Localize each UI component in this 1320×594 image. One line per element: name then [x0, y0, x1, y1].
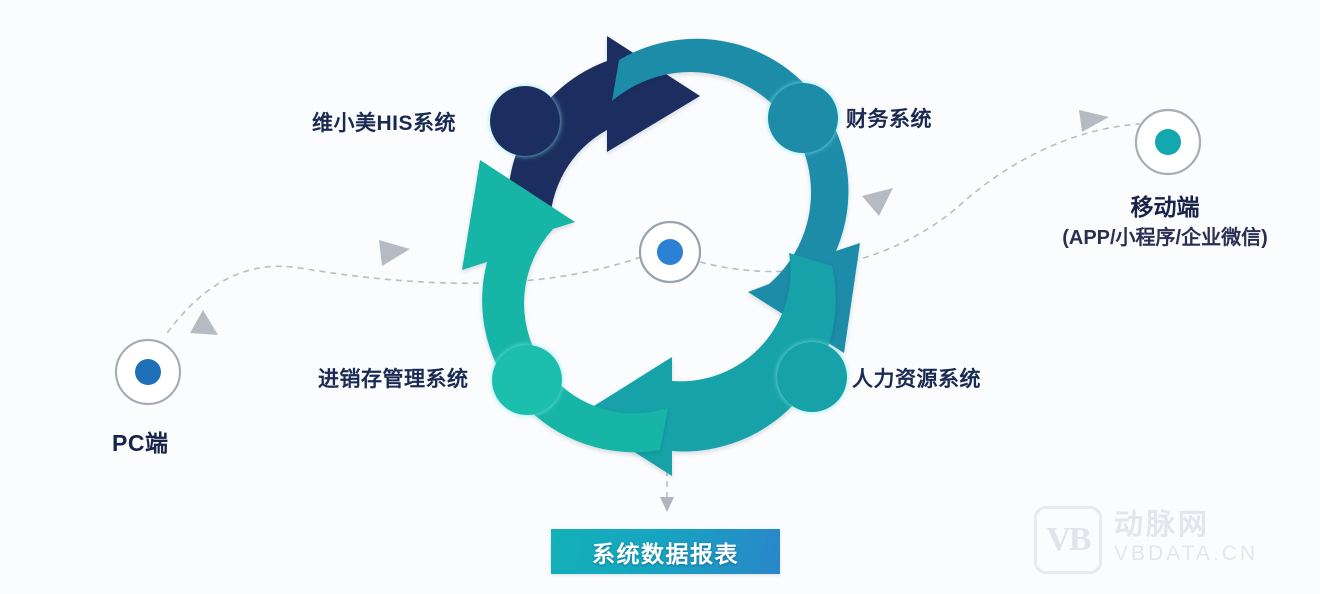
endpoint-mobile-label-group: 移动端 (APP/小程序/企业微信)	[1032, 193, 1298, 251]
node-inventory[interactable]	[492, 345, 562, 415]
endpoint-mobile-title: 移动端	[1130, 194, 1200, 220]
label-hr-system: 人力资源系统	[852, 368, 981, 391]
label-his-system: 维小美HIS系统	[312, 112, 457, 135]
watermark-url: VBDATA.CN	[1114, 542, 1259, 566]
node-finance[interactable]	[768, 83, 838, 153]
report-banner[interactable]: 系统数据报表	[551, 529, 780, 574]
endpoint-pc-node[interactable]	[114, 338, 182, 406]
watermark: VB 动脉网 VBDATA.CN	[1034, 506, 1258, 574]
report-banner-label: 系统数据报表	[592, 540, 739, 567]
cycle-segment-his[interactable]	[507, 36, 700, 230]
node-hr[interactable]	[777, 342, 847, 412]
connector-hub-to-pc	[164, 240, 642, 337]
label-inventory-system: 进销存管理系统	[318, 368, 469, 391]
center-hub[interactable]	[638, 220, 702, 284]
endpoint-mobile-subtitle: (APP/小程序/企业微信)	[1062, 226, 1268, 249]
connector-hub-to-mobile	[699, 110, 1141, 273]
watermark-name: 动脉网	[1114, 509, 1211, 542]
watermark-logo-icon: VB	[1034, 506, 1102, 574]
endpoint-pc-label: PC端	[112, 430, 169, 456]
label-finance-system: 财务系统	[846, 108, 932, 131]
endpoint-mobile-node[interactable]	[1134, 108, 1202, 176]
node-his[interactable]	[490, 86, 560, 156]
connector-cycle-to-report	[660, 459, 674, 512]
